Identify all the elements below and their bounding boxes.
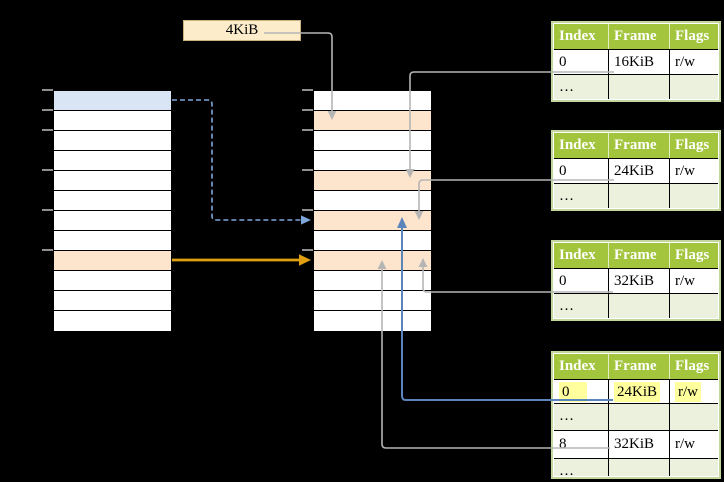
entry-flags: r/w	[669, 269, 718, 293]
arrowhead-right-icon	[301, 215, 311, 225]
entry-flags	[669, 404, 718, 430]
page-table-3-header: Index Frame Flags	[554, 243, 718, 268]
page-table-ellipsis-row: …	[554, 403, 718, 430]
page-table-1-header: Index Frame Flags	[554, 24, 718, 49]
page-table-entry-row: 0 24KiB r/w	[554, 158, 718, 183]
page-table-4-header: Index Frame Flags	[554, 354, 718, 379]
virtual-page-row	[54, 191, 171, 211]
frame-size-label-text: 4KiB	[225, 22, 259, 38]
entry-flags: r/w	[669, 380, 718, 403]
entry-index: 8	[559, 436, 567, 452]
entry-index: …	[559, 463, 574, 476]
entry-flags	[669, 75, 718, 99]
virtual-page-row-highlight-orange	[54, 251, 171, 271]
column-header-flags: Flags	[669, 354, 718, 379]
entry-frame	[608, 294, 669, 318]
memory-frame-row-24kib	[314, 211, 431, 231]
page-table-ellipsis-row: …	[554, 74, 718, 99]
memory-frame-row	[314, 91, 431, 111]
memory-frame-row	[314, 231, 431, 251]
entry-flags	[669, 294, 718, 318]
page-table-4: Index Frame Flags 0 24KiB r/w … 8 32KiB …	[551, 351, 721, 479]
column-header-flags: Flags	[669, 24, 718, 49]
memory-frame-row	[314, 191, 431, 211]
entry-index: 0	[559, 273, 567, 289]
entry-flags: r/w	[669, 159, 718, 183]
highlighted-value: 24KiB	[614, 382, 661, 402]
memory-frame-row	[314, 131, 431, 151]
physical-memory-table	[313, 90, 432, 332]
entry-frame	[608, 459, 669, 476]
highlighted-value: r/w	[675, 382, 701, 402]
highlighted-value: 0	[559, 382, 587, 402]
entry-frame: 32KiB	[608, 431, 669, 458]
entry-frame: 24KiB	[608, 380, 669, 403]
entry-frame	[608, 75, 669, 99]
column-header-index: Index	[559, 358, 596, 374]
virtual-page-row	[54, 311, 171, 331]
page-table-entry-row: 0 32KiB r/w	[554, 268, 718, 293]
column-header-index: Index	[559, 28, 596, 44]
column-header-frame: Frame	[608, 243, 669, 268]
entry-frame	[608, 404, 669, 430]
entry-flags: r/w	[669, 50, 718, 74]
column-header-frame: Frame	[608, 24, 669, 49]
virtual-page-row	[54, 111, 171, 131]
entry-frame: 16KiB	[608, 50, 669, 74]
entry-index: 0	[559, 54, 567, 70]
entry-frame: 32KiB	[608, 269, 669, 293]
entry-index: …	[559, 79, 574, 95]
page-table-2: Index Frame Flags 0 24KiB r/w …	[551, 130, 721, 211]
page-table-entry-row-highlighted: 0 24KiB r/w	[554, 379, 718, 403]
virtual-page-row	[54, 171, 171, 191]
page-table-2-header: Index Frame Flags	[554, 133, 718, 158]
page-table-ellipsis-row: …	[554, 293, 718, 318]
virtual-page-row	[54, 151, 171, 171]
memory-frame-row-4kib	[314, 111, 431, 131]
entry-index: …	[559, 298, 574, 314]
arrow-virtual-page8-to-frame-32kib	[172, 254, 311, 266]
column-header-flags: Flags	[669, 243, 718, 268]
frame-size-label: 4KiB	[183, 20, 301, 41]
memory-frame-row	[314, 291, 431, 311]
column-header-index: Index	[559, 137, 596, 153]
virtual-page-row	[54, 231, 171, 251]
entry-index: …	[559, 408, 574, 424]
entry-flags	[669, 459, 718, 476]
entry-index: 0	[559, 163, 567, 179]
memory-frame-row-32kib	[314, 251, 431, 271]
memory-frame-row-16kib	[314, 171, 431, 191]
arrow-virtual-page0-to-frame-24kib	[172, 99, 311, 225]
page-table-ellipsis-row: …	[554, 183, 718, 208]
entry-frame	[608, 184, 669, 208]
memory-frame-row	[314, 151, 431, 171]
page-table-ellipsis-row: …	[554, 458, 718, 476]
page-table-1: Index Frame Flags 0 16KiB r/w …	[551, 21, 721, 102]
entry-index: …	[559, 188, 574, 204]
page-table-entry-row: 8 32KiB r/w	[554, 430, 718, 458]
virtual-memory-table	[53, 90, 172, 332]
entry-flags	[669, 184, 718, 208]
page-table-3: Index Frame Flags 0 32KiB r/w …	[551, 240, 721, 321]
memory-frame-row	[314, 311, 431, 331]
column-header-frame: Frame	[608, 133, 669, 158]
arrowhead-right-icon	[299, 254, 311, 266]
entry-index: 0	[554, 380, 608, 403]
entry-flags: r/w	[669, 431, 718, 458]
memory-frame-row	[314, 271, 431, 291]
column-header-frame: Frame	[608, 354, 669, 379]
virtual-page-row-highlight-blue	[54, 91, 171, 111]
page-table-entry-row: 0 16KiB r/w	[554, 49, 718, 74]
virtual-page-row	[54, 271, 171, 291]
column-header-index: Index	[559, 247, 596, 263]
virtual-page-row	[54, 131, 171, 151]
virtual-page-row	[54, 211, 171, 231]
virtual-page-row	[54, 291, 171, 311]
column-header-flags: Flags	[669, 133, 718, 158]
entry-frame: 24KiB	[608, 159, 669, 183]
